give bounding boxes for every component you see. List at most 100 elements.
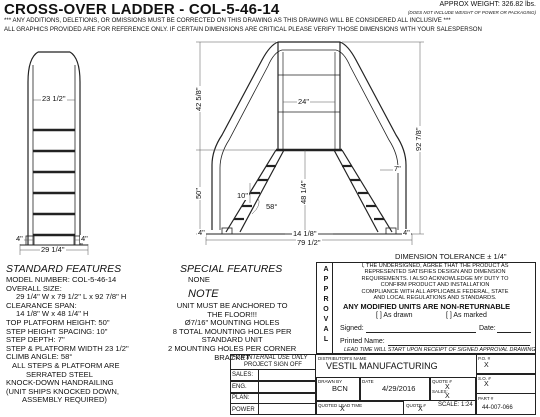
statement-line: I, THE UNDERSIGNED, AGREE THAT THE PRODU… — [361, 263, 509, 269]
printed-name-label: Printed Name: — [340, 338, 385, 345]
approval-letter: P — [323, 276, 329, 283]
date-label: Date: — [479, 325, 496, 332]
standard-features-list: MODEL NUMBER: COL-5-46-14 OVERALL SIZE: … — [6, 275, 171, 405]
as-drawn-checkbox[interactable]: [ ] As drawn — [376, 312, 413, 319]
feature-line: KNOCK-DOWN HANDRAILING — [6, 378, 114, 388]
approval-letter: R — [323, 296, 329, 303]
po-label: P.O. # — [478, 356, 491, 361]
note-line: UNIT MUST BE ANCHORED TO — [176, 301, 288, 310]
dim-side-foot-left: 4" — [15, 234, 24, 243]
side-view — [20, 51, 88, 246]
power-signoff-label: POWER — [232, 407, 255, 413]
feature-line: CLIMB ANGLE: 58° — [6, 352, 73, 362]
dim-side-foot-right: 4" — [80, 234, 89, 243]
quote-value: X — [445, 384, 450, 391]
dim-front-foot-right: 4" — [402, 228, 411, 237]
feature-line: STEP & PLATFORM WIDTH 23 1/2" — [6, 343, 129, 353]
note-line: BRACKET — [214, 352, 251, 362]
eng-signoff-label: ENG. — [232, 384, 247, 390]
dim-side-top-width: 23 1/2" — [41, 94, 67, 103]
weight-note: (DOES NOT INCLUDE WEIGHT OF POWER OR PAC… — [407, 10, 536, 15]
plan-signoff-label: PLAN: — [232, 395, 250, 401]
note-line: THE FLOOR!!! — [207, 309, 258, 319]
dim-front-foot-left: 4" — [197, 228, 206, 237]
drawing-title: CROSS-OVER LADDER - COL-5-46-14 — [4, 1, 280, 18]
feature-line: (UNIT SHIPS KNOCKED DOWN, — [6, 386, 119, 396]
signed-field[interactable] — [366, 332, 476, 333]
feature-line: TOP PLATFORM HEIGHT: 50" — [6, 317, 110, 327]
approval-letter: L — [323, 336, 329, 343]
approval-label-box — [316, 262, 333, 354]
dim-front-rail-height: 42 5/8" — [194, 86, 203, 112]
feature-line: MODEL NUMBER: COL-5-46-14 — [6, 275, 117, 284]
feature-line: OVERALL SIZE: — [6, 283, 62, 293]
date-value: 4/29/2016 — [382, 384, 416, 393]
statement-line: CONFIRM PRODUCT AND INSTALLATION — [380, 282, 490, 289]
feature-line: STEP HEIGHT SPACING: 10" — [6, 326, 108, 336]
quoted-lead-time-label: QUOTED LEAD TIME — [318, 403, 363, 408]
notice-line-1: *** ANY ADDITIONS, DELETIONS, OR OMISSIO… — [4, 17, 451, 24]
note-heading: NOTE — [188, 288, 219, 300]
part-label: PART # — [478, 396, 494, 401]
internal-use-label: FOR INTERNAL USE ONLY — [232, 355, 308, 361]
front-handrail — [211, 41, 407, 230]
feature-line: ASSEMBLY REQUIRED) — [22, 395, 107, 405]
approval-letter: A — [323, 326, 329, 333]
project-sign-off-label: PROJECT SIGN OFF — [244, 362, 302, 368]
front-view — [206, 41, 412, 235]
dim-front-angle: 58° — [265, 202, 279, 211]
non-returnable-notice: ANY MODIFIED UNITS ARE NON-RETURNABLE — [343, 302, 511, 311]
sales-label: SALES: — [432, 389, 448, 394]
approval-letter: O — [323, 306, 329, 313]
special-features-value: NONE — [188, 275, 210, 284]
feature-line: ALL STEPS & PLATFORM ARE — [12, 360, 120, 370]
feature-line: 29 1/4" W x 79 1/2" L x 92 7/8" H — [16, 292, 127, 302]
feature-line: SERRATED STEEL — [26, 369, 93, 379]
note-line: Ø7/16" MOUNTING HOLES — [184, 318, 280, 328]
as-marked-checkbox[interactable]: [ ] As marked — [446, 312, 487, 319]
signed-label: Signed: — [340, 325, 364, 332]
dim-side-base-width: 29 1/4" — [40, 245, 66, 254]
dim-front-step-height: 48 1/4" — [299, 179, 308, 205]
part-value: 44-007-066 — [482, 405, 513, 411]
note-line: 8 TOTAL MOUNTING HOLES PER — [172, 326, 292, 336]
dim-front-step-depth: 7" — [393, 164, 402, 173]
approval-vertical-label: A P P R O V A L — [320, 265, 332, 345]
notice-line-2: ALL GRAPHICS PROVIDED ARE FOR REFERENCE … — [4, 26, 482, 33]
dim-front-step-spacing: 10" — [236, 191, 250, 200]
approx-weight: APPROX WEIGHT: 326.82 lbs. (DOES NOT INC… — [408, 1, 536, 17]
dim-front-span: 14 1/8" — [292, 229, 318, 238]
standard-features-heading: STANDARD FEATURES — [6, 263, 122, 275]
so-value: X — [484, 381, 489, 388]
note-list: UNIT MUST BE ANCHORED TO THE FLOOR!!! Ø7… — [168, 301, 296, 362]
distributors-name-label: DISTRIBUTOR'S NAME — [318, 356, 367, 361]
weight-value: APPROX WEIGHT: 326.82 lbs. — [439, 1, 536, 8]
po-value: X — [484, 362, 489, 369]
statement-line: REPRESENTED SATISFIES DESIGN AND DIMENSI… — [364, 269, 506, 276]
scale-label: SCALE: 1:24 — [438, 402, 473, 408]
quote-label: QUOTE # — [432, 379, 452, 384]
dim-front-platform-width: 24" — [297, 97, 311, 106]
special-features-heading: SPECIAL FEATURES — [180, 263, 283, 275]
dim-front-platform-height: 50" — [194, 186, 203, 200]
approval-letter: A — [323, 266, 329, 273]
drawn-by-value: BCN — [332, 384, 348, 393]
feature-line: STEP DEPTH: 7" — [6, 335, 65, 345]
date-field[interactable] — [497, 332, 531, 333]
feature-line: 14 1/8" W x 48 1/4" H — [16, 309, 89, 319]
quoted-lead-time-value: X — [340, 406, 345, 413]
sales-value: X — [445, 393, 450, 400]
approval-letter: V — [323, 316, 329, 323]
quote-label-2: QUOTE # — [406, 403, 426, 408]
dim-front-overall-length: 79 1/2" — [296, 238, 322, 247]
dim-front-overall-height: 92 7/8" — [414, 126, 423, 152]
approval-statement: I, THE UNDERSIGNED, AGREE THAT THE PRODU… — [335, 263, 535, 301]
so-label: S.O. # — [478, 376, 491, 381]
side-dim-lines — [19, 99, 89, 255]
drawing-notice: *** ANY ADDITIONS, DELETIONS, OR OMISSIO… — [4, 16, 482, 34]
statement-line: REQUIREMENTS. I ALSO ACKNOWLEDGE MY DUTY… — [361, 275, 509, 282]
printed-name-field[interactable] — [388, 345, 530, 346]
feature-line: CLEARANCE SPAN: — [6, 300, 77, 310]
approval-letter: P — [323, 286, 329, 293]
